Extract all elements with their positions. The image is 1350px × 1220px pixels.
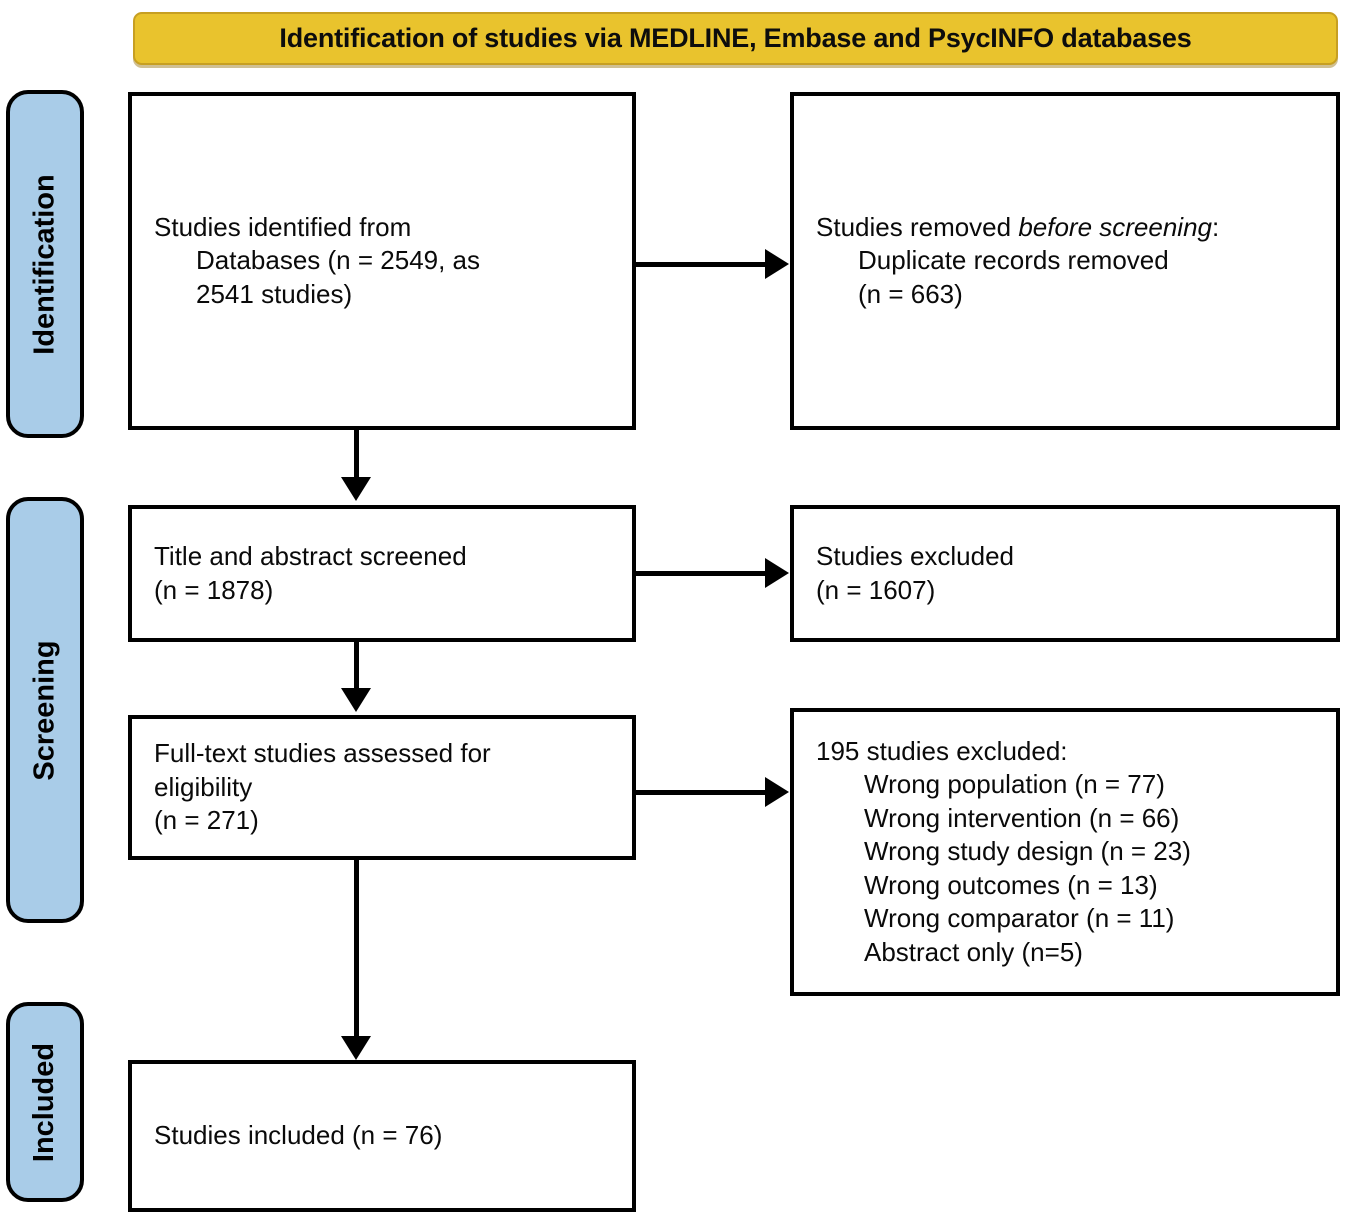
box-exclusion-reasons: 195 studies excluded: Wrong population (… <box>790 708 1340 996</box>
box-studies-excluded-body: Studies excluded (n = 1607) <box>794 540 1336 607</box>
studies-identified-line-3: 2541 studies) <box>196 278 353 309</box>
box-studies-removed: Studies removed before screening: Duplic… <box>790 92 1340 430</box>
connector-fulltext-to-exclusion-reasons <box>636 790 767 795</box>
arrow-right-icon <box>765 558 789 588</box>
arrow-right-icon <box>765 249 789 279</box>
exclusion-reason-item: Abstract only (n=5) <box>864 936 1083 967</box>
stage-label-identification-text: Identification <box>28 173 61 355</box>
box-studies-identified-body: Studies identified from Databases (n = 2… <box>132 211 632 312</box>
exclusion-reason-item: Wrong outcomes (n = 13) <box>864 869 1158 900</box>
connector-screened-to-excluded <box>636 571 767 576</box>
box-title-abstract-screened-body: Title and abstract screened (n = 1878) <box>132 540 632 607</box>
exclusion-reason-item: Wrong study design (n = 23) <box>864 836 1191 867</box>
excluded-line-2: (n = 1607) <box>816 574 936 605</box>
box-fulltext-assessed: Full-text studies assessed for eligibili… <box>128 715 636 860</box>
banner-title: Identification of studies via MEDLINE, E… <box>279 23 1192 53</box>
box-studies-removed-body: Studies removed before screening: Duplic… <box>794 211 1336 312</box>
box-fulltext-assessed-body: Full-text studies assessed for eligibili… <box>132 737 632 838</box>
studies-removed-line-2: Duplicate records removed <box>858 245 1169 276</box>
identification-banner: Identification of studies via MEDLINE, E… <box>133 12 1338 65</box>
box-studies-included: Studies included (n = 76) <box>128 1060 636 1212</box>
exclusion-reason-item: Wrong comparator (n = 11) <box>864 903 1175 934</box>
screened-line-1: Title and abstract screened <box>154 540 467 571</box>
box-studies-included-body: Studies included (n = 76) <box>132 1119 632 1153</box>
studies-removed-suffix: : <box>1212 211 1220 242</box>
box-exclusion-reasons-body: 195 studies excluded: Wrong population (… <box>794 735 1336 970</box>
stage-label-included: Included <box>6 1002 84 1202</box>
connector-fulltext-to-included <box>354 860 359 1037</box>
stage-label-screening: Screening <box>6 497 84 923</box>
exclusion-reason-item: Wrong population (n = 77) <box>864 769 1165 800</box>
fulltext-line-1: Full-text studies assessed for <box>154 738 491 769</box>
studies-identified-line-2: Databases (n = 2549, as <box>196 245 481 276</box>
box-title-abstract-screened: Title and abstract screened (n = 1878) <box>128 505 636 642</box>
box-studies-identified: Studies identified from Databases (n = 2… <box>128 92 636 430</box>
arrow-right-icon <box>765 777 789 807</box>
exclusion-reasons-heading: 195 studies excluded: <box>816 735 1068 766</box>
studies-removed-line-1: Studies removed before screening: <box>816 211 1314 245</box>
stage-label-included-text: Included <box>28 1042 61 1162</box>
fulltext-line-3: (n = 271) <box>154 805 259 836</box>
arrow-down-icon <box>341 477 371 501</box>
exclusion-reason-item: Wrong intervention (n = 66) <box>864 802 1180 833</box>
connector-identified-to-screened <box>354 430 359 478</box>
studies-removed-line-3: (n = 663) <box>858 278 963 309</box>
studies-removed-prefix: Studies removed <box>816 211 1019 242</box>
fulltext-line-2: eligibility <box>154 771 253 802</box>
studies-identified-line-1: Studies identified from <box>154 211 412 242</box>
included-line-1: Studies included (n = 76) <box>154 1120 443 1151</box>
excluded-line-1: Studies excluded <box>816 540 1015 571</box>
arrow-down-icon <box>341 1036 371 1060</box>
connector-screened-to-fulltext <box>354 642 359 689</box>
stage-label-screening-text: Screening <box>28 639 61 781</box>
connector-identified-to-removed <box>636 262 767 267</box>
studies-removed-italic: before screening <box>1018 211 1213 242</box>
screened-line-2: (n = 1878) <box>154 574 274 605</box>
arrow-down-icon <box>341 688 371 712</box>
stage-label-identification: Identification <box>6 90 84 438</box>
box-studies-excluded: Studies excluded (n = 1607) <box>790 505 1340 642</box>
